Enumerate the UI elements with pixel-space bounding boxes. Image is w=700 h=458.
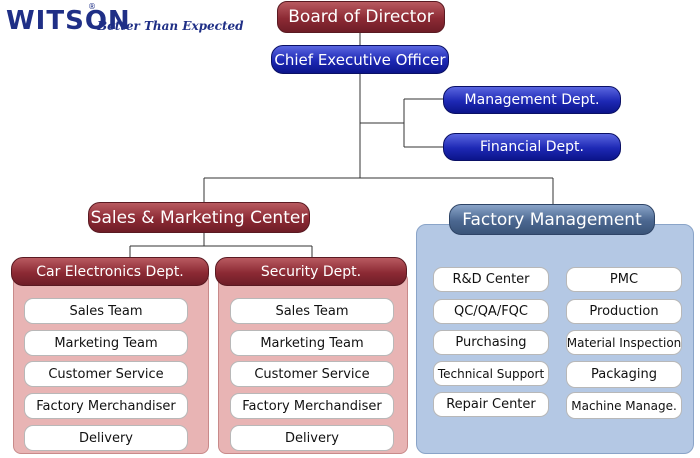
- car-delivery: Delivery: [24, 425, 188, 451]
- sales-marketing-center-box: Sales & Marketing Center: [88, 202, 310, 233]
- security-sales-team: Sales Team: [230, 298, 394, 324]
- security-customer-service: Customer Service: [230, 361, 394, 387]
- security-factory-merchandiser: Factory Merchandiser: [230, 393, 394, 419]
- security-dept-box: Security Dept.: [215, 257, 407, 286]
- company-slogan: Better Than Expected: [97, 19, 244, 33]
- management-dept-box: Management Dept.: [443, 86, 621, 114]
- security-marketing-team: Marketing Team: [230, 330, 394, 356]
- financial-dept-box: Financial Dept.: [443, 133, 621, 161]
- car-factory-merchandiser: Factory Merchandiser: [24, 393, 188, 419]
- car-marketing-team: Marketing Team: [24, 330, 188, 356]
- factory-material-inspection: Material Inspection: [566, 330, 682, 355]
- registered-mark: ®: [88, 2, 96, 11]
- factory-pmc: PMC: [566, 267, 682, 292]
- factory-repair-center: Repair Center: [433, 392, 549, 417]
- car-customer-service: Customer Service: [24, 361, 188, 387]
- factory-packaging: Packaging: [566, 361, 682, 388]
- factory-management-box: Factory Management: [449, 204, 655, 235]
- security-delivery: Delivery: [230, 425, 394, 451]
- factory-rd-center: R&D Center: [433, 267, 549, 292]
- ceo-box: Chief Executive Officer: [271, 45, 449, 74]
- board-of-director-box: Board of Director: [277, 1, 445, 33]
- company-logo: WITSON: [6, 6, 131, 36]
- car-sales-team: Sales Team: [24, 298, 188, 324]
- car-electronics-dept-box: Car Electronics Dept.: [11, 257, 209, 286]
- factory-technical-support: Technical Support: [433, 361, 549, 386]
- factory-machine-manage: Machine Manage.: [566, 392, 682, 419]
- factory-production: Production: [566, 299, 682, 324]
- factory-purchasing: Purchasing: [433, 330, 549, 355]
- factory-qc-qa-fqc: QC/QA/FQC: [433, 299, 549, 324]
